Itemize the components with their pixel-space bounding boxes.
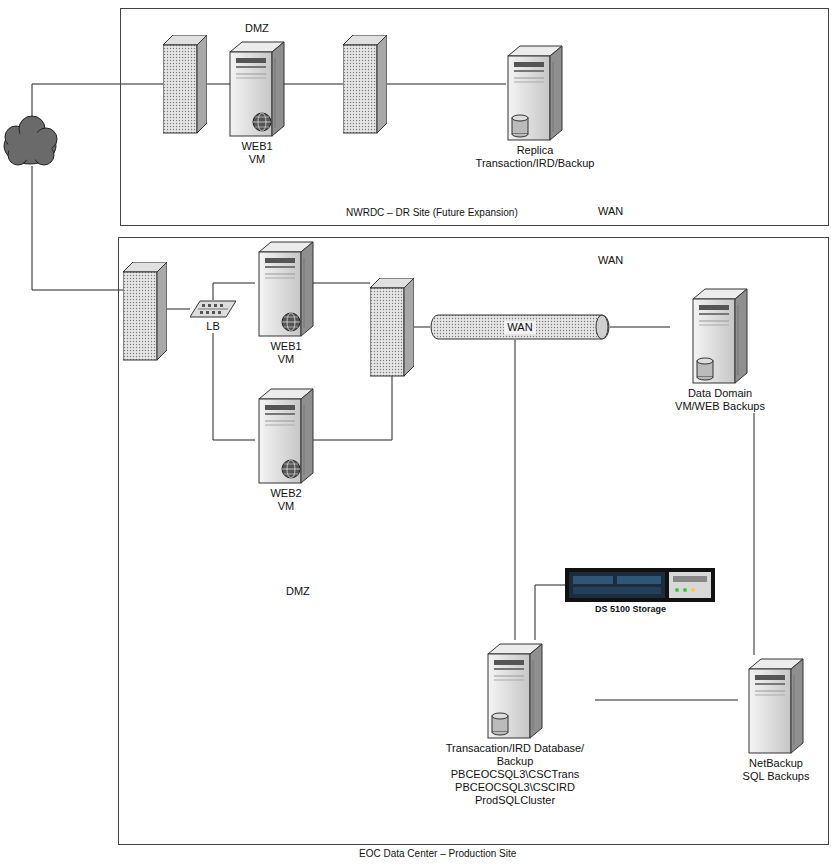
wan-link: WAN [430, 314, 610, 340]
network-wire [32, 84, 506, 440]
server-icon [255, 238, 317, 338]
server-label: WEB1 VM [237, 140, 277, 166]
zone-label: DMZ [245, 22, 269, 35]
wan-label: WAN [504, 321, 535, 334]
network-link [610, 327, 670, 328]
load-balancer: LB [190, 300, 236, 333]
server-label: Replica Transaction/IRD/Backup [465, 144, 605, 170]
site-region: EOC Data Center – Production SiteWEB1 VM… [118, 237, 829, 845]
zone-label: DMZ [286, 585, 310, 598]
server-icon [484, 640, 546, 740]
storage-array: DS 5100 Storage [565, 568, 715, 616]
internet-cloud [4, 116, 57, 165]
server-label: WEB1 VM [266, 340, 306, 366]
firewall-symbol [123, 262, 167, 360]
server-node: Transacation/IRD Database/ Backup PBCEOC… [435, 640, 595, 807]
server-icon [689, 285, 751, 385]
server-label: WEB2 VM [266, 487, 306, 513]
region-title: NWRDC – DR Site (Future Expansion) [346, 207, 518, 219]
network-link [515, 340, 516, 640]
server-node: Data Domain VM/WEB Backups [670, 285, 770, 413]
server-label: Transacation/IRD Database/ Backup PBCEOC… [435, 742, 595, 807]
region-title: EOC Data Center – Production Site [359, 848, 516, 860]
server-node: WEB1 VM [255, 238, 317, 366]
storage-icon [565, 568, 715, 602]
network-link [535, 585, 565, 640]
server-icon [745, 655, 807, 755]
server-label: NetBackup SQL Backups [738, 757, 814, 783]
firewall-symbol [163, 35, 207, 133]
zone-label: WAN [598, 205, 623, 218]
server-icon [504, 42, 566, 142]
server-icon [255, 385, 317, 485]
device-label: LB [190, 320, 236, 333]
site-region: NWRDC – DR Site (Future Expansion) WEB1 V… [120, 8, 829, 226]
network-link [213, 333, 255, 440]
firewall-symbol [343, 35, 387, 133]
network-link [595, 700, 738, 701]
server-node: Replica Transaction/IRD/Backup [465, 42, 605, 170]
server-node: WEB1 VM [226, 38, 288, 166]
storage-label: DS 5100 Storage [595, 603, 715, 616]
server-node: WEB2 VM [255, 385, 317, 513]
network-link [754, 413, 755, 655]
zone-label: WAN [598, 254, 623, 267]
switch-icon [190, 300, 236, 318]
server-icon [226, 38, 288, 138]
network-link [213, 283, 255, 300]
server-node: NetBackup SQL Backups [738, 655, 814, 783]
server-label: Data Domain VM/WEB Backups [670, 387, 770, 413]
firewall-symbol [370, 278, 414, 376]
